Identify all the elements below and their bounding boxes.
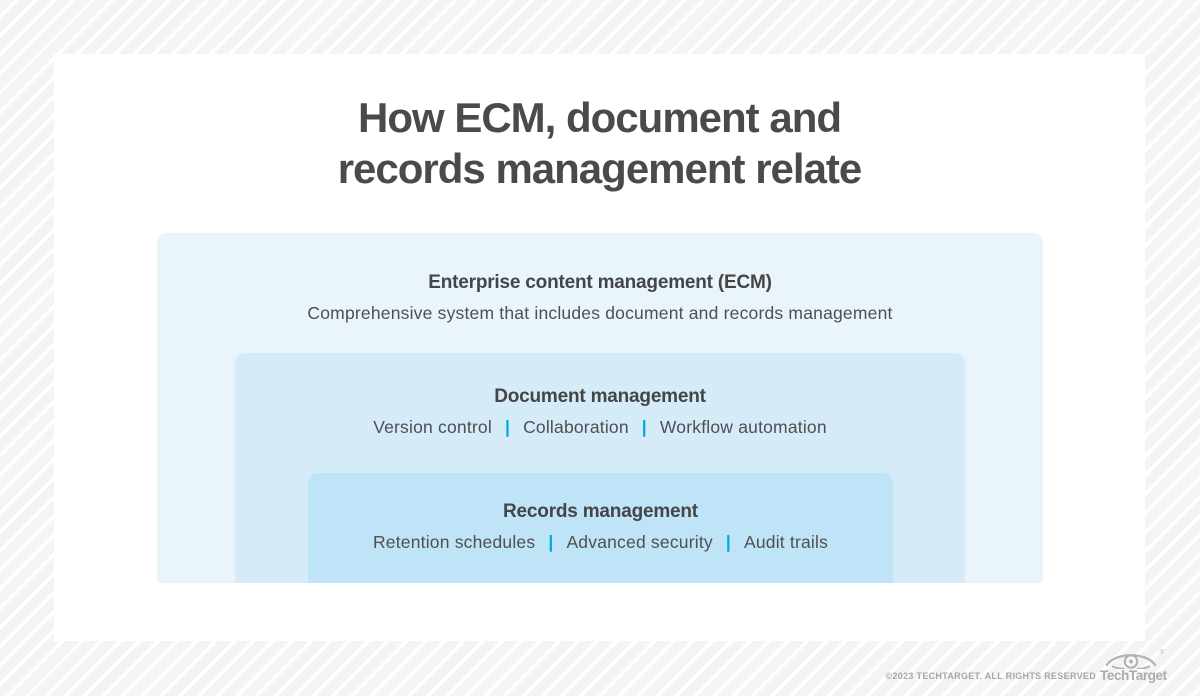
level-ecm-heading: Enterprise content management (ECM) (428, 272, 772, 293)
page-title-line-1: How ECM, document and (358, 94, 842, 141)
registered-trademark-mark: ® (1159, 650, 1164, 656)
techtarget-logo-text: TechTarget (1100, 668, 1167, 683)
item-retention-schedules: Retention schedules (372, 532, 536, 552)
content-card: How ECM, document and records management… (54, 54, 1145, 641)
level-records-management-box: Records management Retention schedules | A… (308, 473, 893, 583)
item-separator: | (725, 532, 731, 552)
item-workflow-automation: Workflow automation (659, 417, 827, 437)
item-separator: | (641, 417, 647, 437)
techtarget-logo: ® TechTarget (1100, 650, 1167, 683)
item-collaboration: Collaboration (523, 417, 629, 437)
level-records-management-heading: Records management (503, 501, 698, 522)
page-title-line-2: records management relate (337, 145, 863, 192)
item-audit-trails: Audit trails (743, 532, 829, 552)
item-version-control: Version control (373, 417, 492, 437)
level-document-management-items: Version control | Collaboration | Workflow a… (235, 417, 965, 437)
level-ecm-description: Comprehensive system that includes docum… (307, 303, 893, 323)
level-records-management-items: Retention schedules | Advanced security | Au… (308, 532, 893, 552)
page-title: How ECM, document and records management… (54, 92, 1145, 194)
techtarget-eye-icon (1105, 654, 1157, 669)
item-separator: | (504, 417, 511, 437)
item-separator: | (548, 532, 554, 552)
copyright-notice: ©2023 TECHTARGET. ALL RIGHTS RESERVED (885, 671, 1096, 681)
level-document-management-heading: Document management (494, 386, 706, 407)
item-advanced-security: Advanced security (566, 532, 713, 552)
